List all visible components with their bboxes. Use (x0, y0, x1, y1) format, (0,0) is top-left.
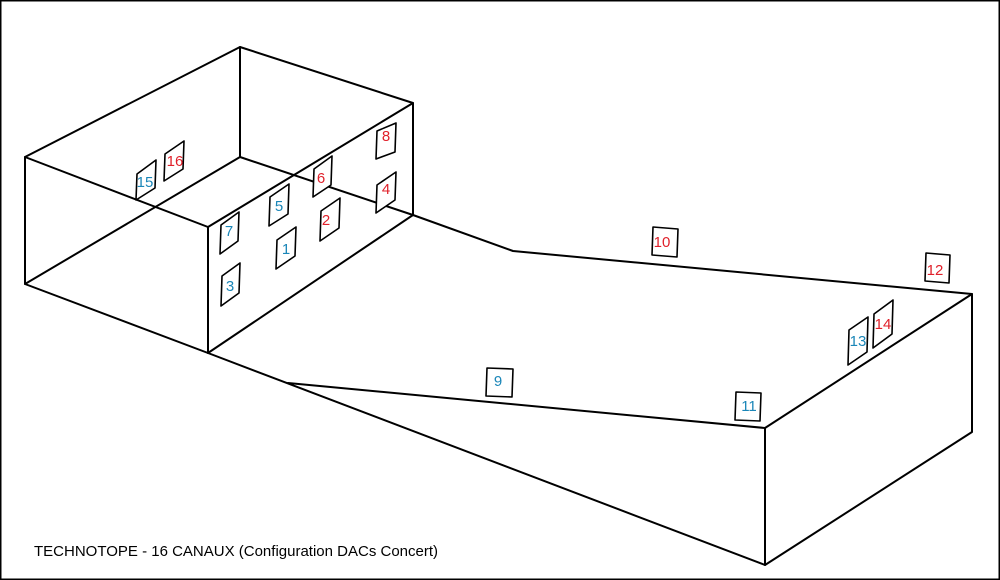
speaker-icon (485, 367, 514, 398)
speaker-label: 14 (875, 316, 892, 333)
speaker-label: 3 (226, 278, 234, 295)
speaker-icon (375, 122, 397, 160)
speaker-1: 1 (275, 226, 297, 270)
speaker-label: 5 (275, 198, 283, 215)
speaker-label: 15 (137, 174, 154, 191)
speaker-10: 10 (651, 226, 679, 258)
speaker-icon (312, 155, 333, 198)
speaker-7: 7 (219, 211, 240, 255)
speaker-icon (651, 226, 679, 258)
speaker-6: 6 (312, 155, 333, 198)
speaker-icon (847, 316, 869, 366)
speaker-label: 1 (282, 241, 290, 258)
speaker-13: 13 (847, 316, 869, 366)
speaker-icon (268, 183, 290, 227)
speaker-icon (375, 171, 397, 214)
stage-box-floor-left (24, 156, 241, 285)
speaker-icon (872, 299, 894, 349)
speaker-2: 2 (319, 197, 341, 242)
speaker-icon (220, 262, 241, 307)
stage-box-back-wall (24, 46, 414, 354)
speaker-label: 7 (225, 223, 233, 240)
speaker-15: 15 (135, 159, 157, 201)
speaker-14: 14 (872, 299, 894, 349)
hall-far-wall (207, 214, 973, 566)
speaker-12: 12 (924, 252, 951, 284)
speaker-16: 16 (163, 140, 185, 182)
speaker-9: 9 (485, 367, 514, 398)
speaker-5: 5 (268, 183, 290, 227)
speaker-label: 16 (167, 153, 184, 170)
room-outline (24, 46, 973, 566)
speaker-icon (135, 159, 157, 201)
speaker-label: 10 (654, 234, 671, 251)
speaker-icon (319, 197, 341, 242)
speaker-label: 6 (317, 170, 325, 187)
speaker-label: 8 (382, 128, 390, 145)
speaker-3: 3 (220, 262, 241, 307)
speaker-11: 11 (734, 391, 762, 422)
speaker-icon (734, 391, 762, 422)
stage-box-front-edge (24, 156, 209, 228)
stage-box-top-edge (207, 102, 414, 228)
speaker-icon (275, 226, 297, 270)
speaker-label: 9 (494, 373, 502, 390)
speaker-icon (219, 211, 240, 255)
speaker-label: 13 (850, 333, 867, 350)
speaker-icon (163, 140, 185, 182)
speaker-label: 12 (927, 262, 944, 279)
speaker-icon (924, 252, 951, 284)
speaker-label: 4 (382, 181, 390, 198)
hall-near-top (764, 293, 973, 429)
diagram-caption: TECHNOTOPE - 16 CANAUX (Configuration DA… (34, 543, 439, 560)
speaker-8: 8 (375, 122, 397, 160)
hall-near-wall (287, 382, 766, 429)
speaker-label: 11 (741, 398, 757, 415)
speaker-label: 2 (322, 212, 330, 229)
speaker-4: 4 (375, 171, 397, 214)
